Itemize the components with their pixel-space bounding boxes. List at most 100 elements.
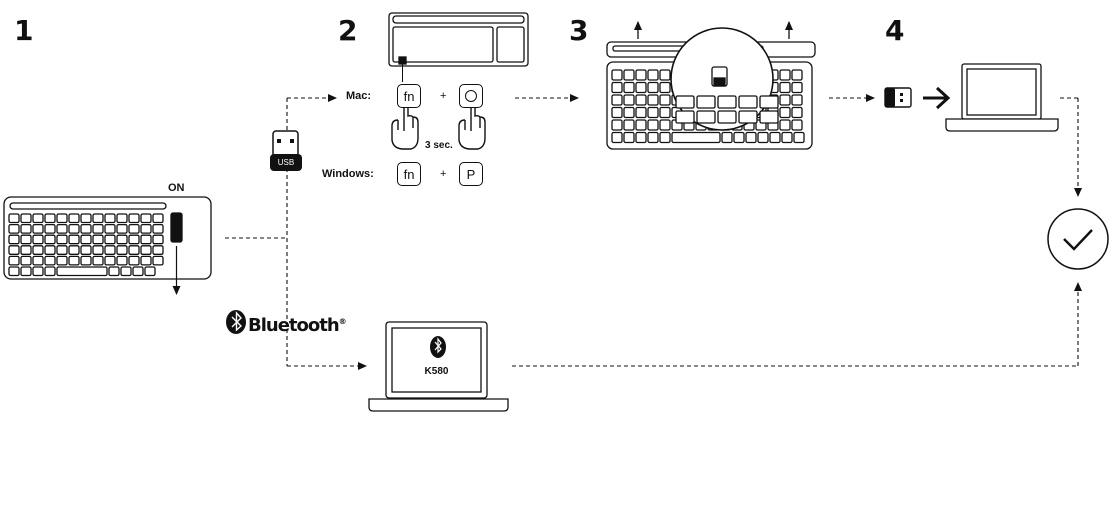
keyboard-key	[647, 119, 659, 131]
keyboard-key	[56, 255, 68, 266]
magnified-key	[759, 110, 779, 124]
keyboard-key	[623, 94, 635, 106]
keyboard-key	[104, 234, 116, 245]
keyboard-key	[647, 106, 659, 119]
keyboard-key	[635, 106, 647, 119]
keyboard-key	[779, 69, 791, 81]
device-name-label: K580	[424, 366, 449, 377]
keyboard-key	[659, 106, 671, 119]
keyboard-key	[56, 245, 68, 255]
keyboard-key	[80, 213, 92, 224]
usb-receiver-small-icon	[884, 87, 912, 108]
keyboard-key	[92, 213, 104, 224]
hold-time-label: 3 sec.	[425, 140, 453, 151]
keyboard-key	[128, 245, 140, 255]
keyboard-key	[20, 255, 32, 266]
keyboard-key	[647, 81, 659, 94]
keyboard-key	[140, 245, 152, 255]
keyboard-key	[56, 223, 68, 234]
mac-fn-key: fn	[397, 84, 421, 108]
power-on-label: ON	[168, 182, 185, 194]
keyboard-key	[68, 234, 80, 245]
keyboard-key	[108, 266, 120, 277]
keyboard-key	[659, 119, 671, 131]
keyboard-key	[152, 213, 164, 224]
keyboard-key	[671, 131, 721, 144]
keyboard-key	[659, 69, 671, 81]
keyboard-key	[152, 255, 164, 266]
keyboard-key	[44, 255, 56, 266]
keyboard-key	[44, 234, 56, 245]
keyboard-key	[80, 255, 92, 266]
keyboard-step2	[388, 12, 529, 82]
keyboard-key	[132, 266, 144, 277]
hand-pressing-fn-icon	[391, 105, 419, 150]
keyboard-key	[745, 131, 757, 144]
keyboard-key	[56, 213, 68, 224]
step-number-2: 2	[338, 14, 358, 47]
keyboard-key	[140, 234, 152, 245]
keyboard-key	[611, 106, 623, 119]
keyboard-key	[116, 223, 128, 234]
windows-fn-key: fn	[397, 162, 421, 186]
keyboard-key	[128, 234, 140, 245]
keyboard-key	[611, 81, 623, 94]
mac-plus-sign: +	[440, 90, 447, 102]
bluetooth-wordmark: Bluetooth	[248, 315, 340, 336]
keyboard-key	[32, 255, 44, 266]
keyboard-key	[8, 245, 20, 255]
keyboard-key	[104, 223, 116, 234]
keyboard-key	[56, 234, 68, 245]
keyboard-key	[757, 131, 769, 144]
keyboard-key	[635, 131, 647, 144]
keyboard-key	[116, 255, 128, 266]
keyboard-key	[140, 213, 152, 224]
step-number-1: 1	[14, 14, 34, 47]
keyboard-key	[92, 255, 104, 266]
keyboard-step1	[3, 196, 212, 295]
keyboard-key	[20, 223, 32, 234]
keyboard-key	[635, 94, 647, 106]
mac-label: Mac:	[346, 90, 372, 102]
keyboard-key	[44, 213, 56, 224]
laptop-step4-icon	[945, 63, 1059, 132]
magnified-key	[738, 110, 758, 124]
keyboard-key	[20, 245, 32, 255]
power-switch	[170, 212, 183, 243]
keyboard-key	[779, 81, 791, 94]
keyboard-key	[659, 94, 671, 106]
keyboard-key	[623, 131, 635, 144]
windows-p-key: P	[459, 162, 483, 186]
keyboard-key	[56, 266, 108, 277]
keyboard-key	[128, 213, 140, 224]
keyboard-key	[623, 69, 635, 81]
magnified-key	[696, 95, 716, 109]
keyboard-key	[92, 245, 104, 255]
magnified-key	[759, 95, 779, 109]
keyboard-key	[779, 106, 791, 119]
step-number-4: 4	[885, 14, 905, 47]
keyboard-key	[20, 213, 32, 224]
keyboard-step3	[606, 21, 816, 150]
keyboard-key	[635, 69, 647, 81]
keyboard-key	[32, 234, 44, 245]
keyboard-key	[791, 106, 803, 119]
keyboard-key	[611, 94, 623, 106]
arrow-right-icon	[923, 86, 951, 110]
usb-receiver-icon	[270, 130, 302, 171]
keyboard-key	[80, 245, 92, 255]
keyboard-key	[32, 223, 44, 234]
step-number-3: 3	[569, 14, 589, 47]
keyboard-key	[80, 223, 92, 234]
hand-pressing-o-icon	[458, 105, 486, 150]
keyboard-key	[20, 234, 32, 245]
magnified-key	[675, 110, 695, 124]
keyboard-key	[779, 94, 791, 106]
keyboard-key	[791, 81, 803, 94]
keyboard-key	[152, 223, 164, 234]
registered-mark: ®	[338, 317, 347, 326]
keyboard-key	[128, 223, 140, 234]
keyboard-key	[68, 213, 80, 224]
keyboard-key	[116, 245, 128, 255]
magnified-key	[696, 110, 716, 124]
